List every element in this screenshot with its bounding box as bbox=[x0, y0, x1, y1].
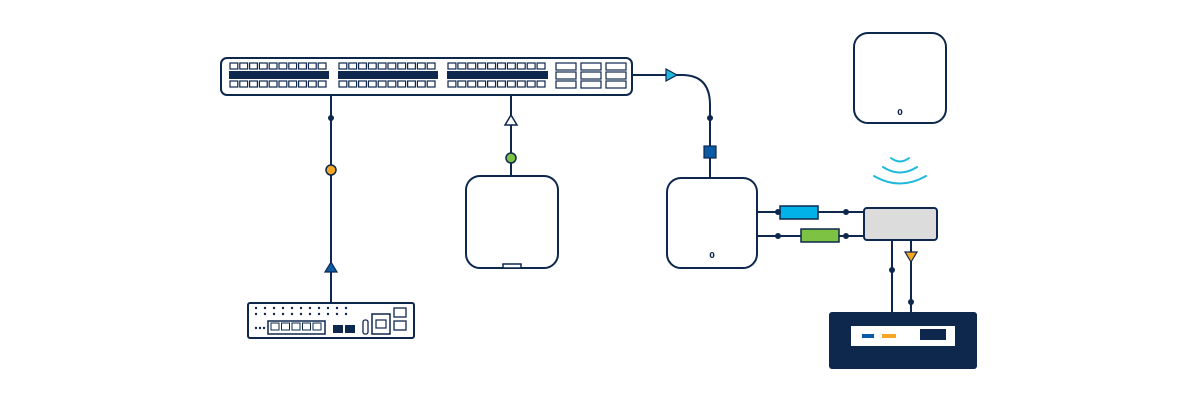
cyan-cable-segment bbox=[779, 205, 819, 220]
appliance-display bbox=[920, 329, 946, 340]
network-switch-icon bbox=[220, 57, 633, 96]
connections bbox=[330, 74, 912, 314]
orange-down-arrow bbox=[903, 251, 919, 264]
switch-port-groups bbox=[229, 62, 627, 89]
access-point-wireless: 0 bbox=[853, 32, 947, 124]
router-usb-port bbox=[362, 319, 369, 335]
router-mgmt-port-1 bbox=[393, 307, 407, 318]
cyan-uplink-arrow bbox=[665, 67, 679, 83]
branch-router-icon bbox=[247, 302, 415, 339]
router-vent-dots bbox=[254, 306, 348, 330]
power-injector-icon bbox=[863, 207, 938, 241]
router-sfp-port-1 bbox=[333, 325, 343, 333]
green-link-marker bbox=[505, 152, 517, 164]
router-sfp-port-2 bbox=[345, 325, 355, 333]
router-lan-ports bbox=[267, 320, 326, 335]
green-cable-segment bbox=[800, 228, 840, 243]
router-console-port bbox=[371, 313, 391, 335]
access-point-mounted bbox=[465, 175, 559, 269]
orange-link-marker bbox=[325, 164, 337, 176]
wireless-ap-status-led: 0 bbox=[897, 108, 903, 117]
poe-arrow-marker bbox=[503, 113, 519, 126]
switch-ap-uplink bbox=[632, 74, 711, 178]
router-mgmt-port-2 bbox=[393, 320, 407, 331]
blue-uplink-arrow bbox=[323, 260, 339, 273]
appliance-orange-port bbox=[882, 334, 896, 338]
controller-appliance-icon bbox=[829, 312, 977, 369]
blue-square-marker bbox=[703, 145, 717, 159]
connection-markers bbox=[323, 67, 919, 305]
appliance-blue-port bbox=[862, 334, 874, 338]
ap-status-led: 0 bbox=[709, 251, 715, 260]
ap-mount-slot bbox=[502, 263, 522, 269]
access-point-icon: 0 bbox=[666, 177, 758, 269]
wifi-signal-icon bbox=[873, 157, 927, 185]
